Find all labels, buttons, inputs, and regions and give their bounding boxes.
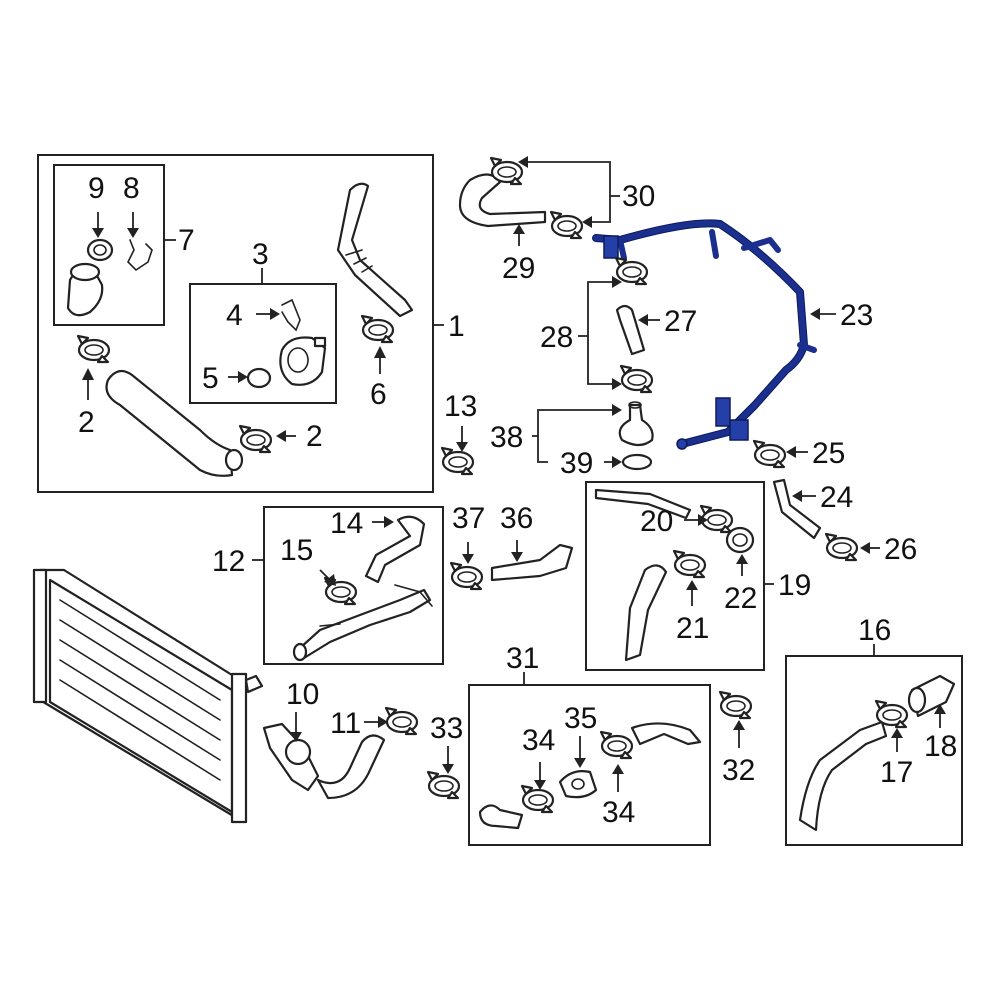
- callout-39: 39: [560, 447, 593, 480]
- fitting-part-18: [907, 674, 956, 718]
- clamp-part-26: [824, 532, 859, 562]
- callout-36: 36: [500, 502, 533, 535]
- hose-part-16: [798, 720, 888, 832]
- callout-22: 22: [724, 582, 757, 615]
- thermostat-housing: [279, 336, 327, 386]
- clip-part-4: [281, 298, 301, 332]
- clamp-part-37: [449, 561, 484, 591]
- hose-part-31-left: [478, 804, 524, 830]
- callout-7: 7: [178, 224, 195, 257]
- pump-part-35: [558, 770, 598, 799]
- clamp-part-2-lower: [238, 424, 273, 454]
- clamp-part-25: [752, 439, 787, 469]
- callout-4: 4: [226, 299, 243, 332]
- coolant-pipe-part-23: [592, 219, 817, 450]
- callout-2-right: 2: [306, 420, 323, 453]
- callout-14: 14: [330, 507, 363, 540]
- hose-part-27: [615, 304, 646, 356]
- callout-31: 31: [506, 642, 539, 675]
- fitting-part-38: [618, 401, 654, 447]
- callout-34-right: 34: [602, 796, 635, 829]
- callout-33: 33: [430, 712, 463, 745]
- callout-35: 35: [564, 702, 597, 735]
- connector-part-9: [86, 238, 114, 262]
- hose-part-19-lower: [624, 564, 668, 662]
- hose-part-19-upper: [594, 488, 692, 520]
- callout-2-left: 2: [78, 406, 95, 439]
- hose-part-11: [316, 734, 386, 800]
- clamp-part-34-left: [520, 784, 555, 814]
- callout-1: 1: [448, 310, 465, 343]
- o-ring-part-5: [246, 367, 272, 389]
- callout-11: 11: [330, 707, 361, 740]
- box-group-7: [53, 164, 165, 326]
- callout-8: 8: [123, 172, 140, 205]
- fitting-part-22: [725, 526, 755, 554]
- clamp-part-2-upper: [76, 334, 111, 364]
- clamp-part-21: [672, 549, 707, 579]
- clamp-part-28-lower: [619, 364, 654, 394]
- callout-labels: 9 8 7 3 4 5 6 1 2 2 13 30 29 23 28 27 38…: [78, 172, 957, 829]
- callout-30: 30: [622, 180, 655, 213]
- callout-21: 21: [676, 612, 709, 645]
- callout-6: 6: [370, 378, 387, 411]
- callout-5: 5: [202, 362, 219, 395]
- callout-17: 17: [880, 756, 913, 789]
- hose-part-36: [490, 543, 574, 582]
- breather-hose: [336, 182, 414, 318]
- callout-19: 19: [778, 569, 811, 602]
- clamp-part-30-lower: [549, 210, 584, 240]
- clamp-part-13: [440, 446, 475, 476]
- callout-13: 13: [444, 390, 477, 423]
- coolant-pipe-branch: [319, 584, 433, 627]
- leader-lines: [82, 156, 946, 792]
- pipe-end: [292, 642, 308, 662]
- flange-connector: [66, 262, 104, 317]
- callout-20: 20: [640, 505, 673, 538]
- clamp-part-34-right: [599, 730, 634, 760]
- callout-3: 3: [252, 238, 269, 271]
- clamp-part-28-upper: [614, 256, 649, 286]
- o-ring-part-39: [621, 453, 653, 471]
- clamp-part-6: [360, 314, 395, 344]
- box-group-31: [468, 684, 711, 846]
- callout-10: 10: [286, 678, 319, 711]
- callout-24: 24: [820, 481, 853, 514]
- box-group-1: [37, 154, 434, 493]
- callout-26: 26: [884, 533, 917, 566]
- callout-15: 15: [280, 534, 313, 567]
- callout-9: 9: [88, 172, 105, 205]
- callout-37: 37: [452, 502, 485, 535]
- callout-34-left: 34: [522, 724, 555, 757]
- callout-28: 28: [540, 321, 573, 354]
- callout-18: 18: [924, 730, 957, 763]
- callout-27: 27: [664, 305, 697, 338]
- clamp-part-11: [384, 706, 419, 736]
- water-pump-part-10: [262, 722, 320, 792]
- coolant-pipe-part-12: [298, 588, 432, 660]
- breather-hose-ridges: [345, 249, 373, 273]
- radiator: [32, 568, 264, 824]
- hose-end: [224, 448, 244, 472]
- box-group-19: [585, 481, 765, 671]
- box-group-3: [189, 283, 337, 404]
- retaining-clip-8: [127, 239, 153, 272]
- callout-25: 25: [812, 437, 845, 470]
- hose-part-14: [364, 515, 426, 584]
- hose-part-31-right: [630, 722, 702, 746]
- clamp-part-33: [426, 770, 461, 800]
- callout-16: 16: [858, 614, 891, 647]
- clamp-part-32: [718, 690, 753, 720]
- box-group-12: [263, 506, 444, 665]
- callout-23: 23: [840, 299, 873, 332]
- callout-38: 38: [490, 421, 523, 454]
- hose-part-24: [772, 478, 822, 540]
- callout-29: 29: [502, 252, 535, 285]
- callout-32: 32: [722, 754, 755, 787]
- callout-12: 12: [212, 545, 245, 578]
